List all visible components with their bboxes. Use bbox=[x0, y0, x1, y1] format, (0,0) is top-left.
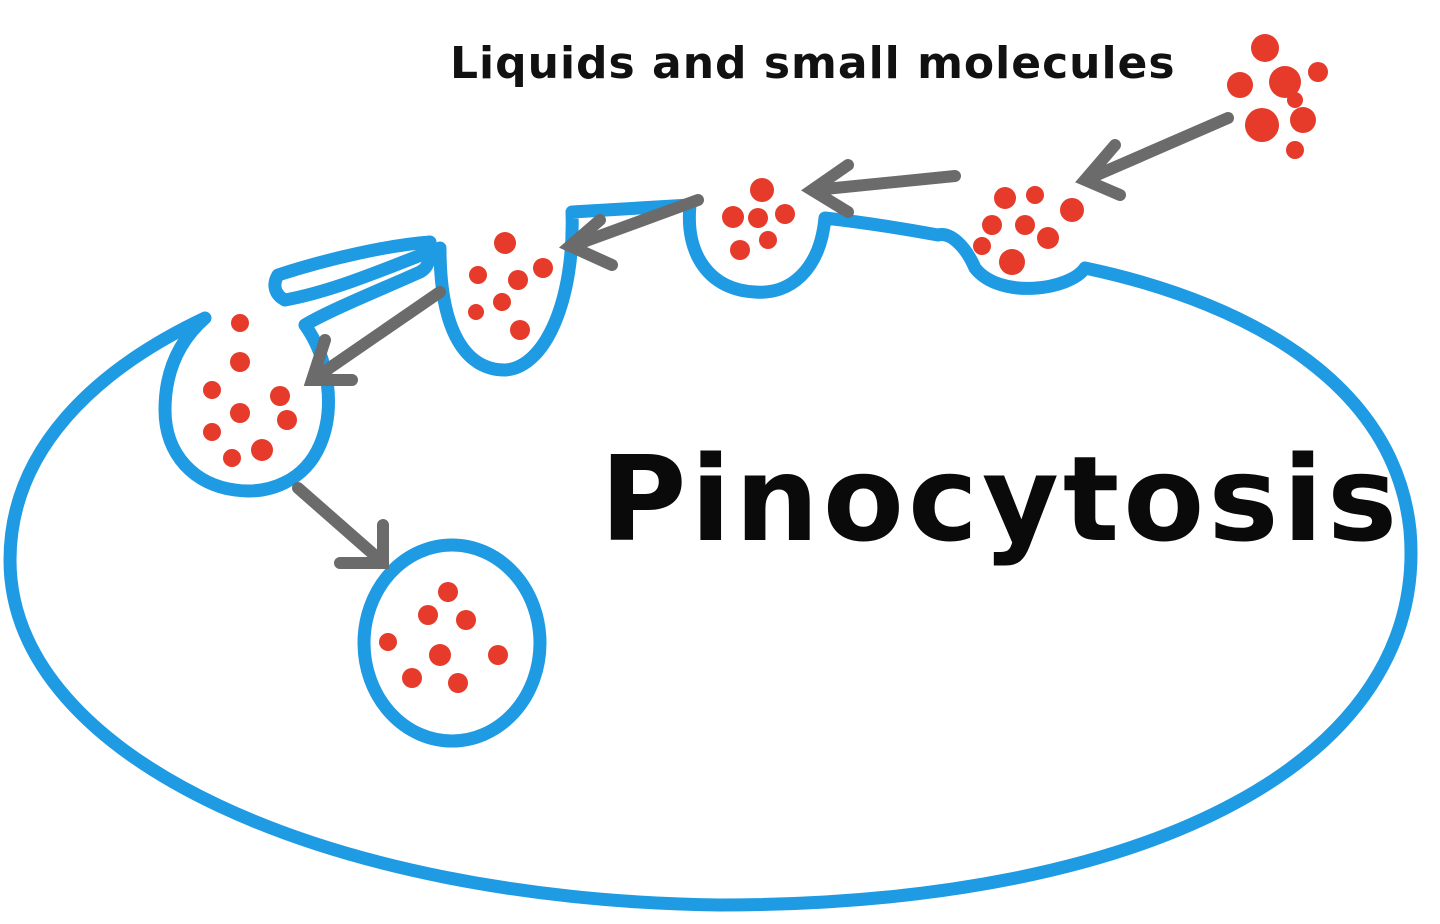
particle bbox=[750, 178, 774, 202]
particle bbox=[270, 386, 290, 406]
particle bbox=[448, 673, 468, 693]
particle bbox=[508, 270, 528, 290]
particle bbox=[1308, 62, 1328, 82]
cell-membrane bbox=[3, 198, 1418, 912]
particle bbox=[1287, 92, 1303, 108]
arrow-4 bbox=[303, 286, 446, 386]
particle bbox=[494, 232, 516, 254]
particle bbox=[488, 645, 508, 665]
arrows bbox=[292, 112, 1234, 569]
particle bbox=[748, 208, 768, 228]
particle bbox=[1269, 66, 1301, 98]
particle bbox=[231, 314, 249, 332]
particle bbox=[468, 304, 484, 320]
particle bbox=[418, 605, 438, 625]
particle bbox=[775, 204, 795, 224]
particle bbox=[493, 293, 511, 311]
particle bbox=[230, 403, 250, 423]
diagram-title: Pinocytosis bbox=[600, 430, 1402, 568]
particle bbox=[533, 258, 553, 278]
particle bbox=[277, 410, 297, 430]
particle bbox=[230, 352, 250, 372]
particle bbox=[510, 320, 530, 340]
molecules-label: Liquids and small molecules bbox=[450, 38, 1176, 89]
particle bbox=[759, 231, 777, 249]
particle bbox=[730, 240, 750, 260]
particle bbox=[973, 237, 991, 255]
particle bbox=[251, 439, 273, 461]
particle bbox=[1037, 227, 1059, 249]
particle bbox=[203, 381, 221, 399]
particle bbox=[1227, 72, 1253, 98]
arrow-3 bbox=[558, 194, 704, 271]
particle bbox=[438, 582, 458, 602]
particle bbox=[1245, 108, 1279, 142]
particle bbox=[722, 206, 744, 228]
particle bbox=[1015, 215, 1035, 235]
particle bbox=[1026, 186, 1044, 204]
arrow-1 bbox=[1075, 112, 1234, 201]
particle bbox=[1286, 141, 1304, 159]
particle bbox=[203, 423, 221, 441]
particle bbox=[469, 266, 487, 284]
particle bbox=[1251, 34, 1279, 62]
particle bbox=[402, 668, 422, 688]
particle bbox=[1290, 107, 1316, 133]
arrow-2 bbox=[801, 159, 961, 218]
particle bbox=[994, 187, 1016, 209]
arrow-5 bbox=[292, 482, 389, 569]
particle bbox=[1060, 198, 1084, 222]
particle bbox=[429, 644, 451, 666]
particle bbox=[456, 610, 476, 630]
particle bbox=[379, 633, 397, 651]
particles bbox=[203, 34, 1328, 693]
vesicle-internalized bbox=[357, 538, 547, 748]
particle bbox=[223, 449, 241, 467]
particle bbox=[982, 215, 1002, 235]
particle bbox=[999, 249, 1025, 275]
